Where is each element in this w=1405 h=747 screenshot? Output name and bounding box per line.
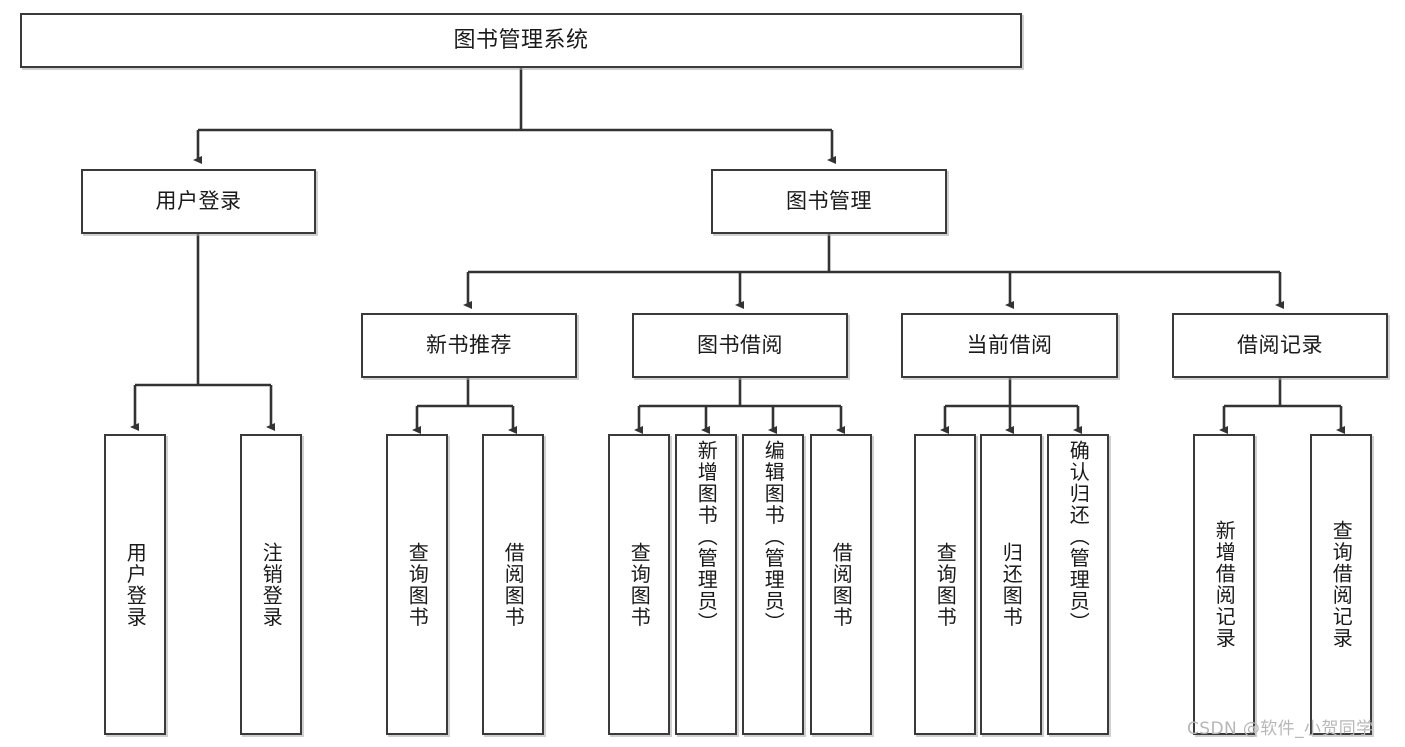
node-label: 用户登录 [155, 189, 242, 214]
leaf-borrow-books-borrow[interactable]: 借阅图书 [810, 434, 872, 735]
leaf-borrow-books-new-book[interactable]: 借阅图书 [482, 434, 544, 735]
node-new-book-recommendation[interactable]: 新书推荐 [361, 313, 577, 378]
node-label: 查询图书 [405, 541, 430, 628]
node-label: 借阅记录 [1237, 333, 1323, 358]
node-label: 确认归还（管理员） [1066, 440, 1091, 634]
node-label: 编辑图书（管理员） [761, 440, 786, 634]
node-label: 借阅图书 [501, 541, 526, 628]
node-label: 图书管理 [786, 189, 872, 214]
leaf-logout[interactable]: 注销登录 [240, 434, 302, 735]
leaf-confirm-return-admin[interactable]: 确认归还（管理员） [1047, 434, 1109, 735]
leaf-return-books[interactable]: 归还图书 [980, 434, 1042, 735]
node-current-borrowing[interactable]: 当前借阅 [901, 313, 1118, 378]
node-label: 当前借阅 [966, 333, 1053, 358]
node-user-login[interactable]: 用户登录 [81, 169, 316, 234]
node-book-borrowing[interactable]: 图书借阅 [632, 313, 848, 378]
leaf-query-borrow-record[interactable]: 查询借阅记录 [1310, 434, 1372, 735]
leaf-edit-book-admin[interactable]: 编辑图书（管理员） [742, 434, 804, 735]
node-root-book-management-system[interactable]: 图书管理系统 [20, 13, 1022, 68]
node-label: 新增图书（管理员） [694, 440, 719, 634]
node-label: 查询借阅记录 [1329, 520, 1354, 649]
leaf-query-books-current[interactable]: 查询图书 [914, 434, 976, 735]
node-label: 查询图书 [627, 541, 652, 628]
node-label: 新书推荐 [426, 333, 512, 358]
leaf-user-login[interactable]: 用户登录 [104, 434, 166, 735]
node-label: 查询图书 [933, 541, 958, 628]
leaf-add-book-admin[interactable]: 新增图书（管理员） [675, 434, 737, 735]
leaf-query-books-new-book[interactable]: 查询图书 [386, 434, 448, 735]
node-label: 归还图书 [999, 541, 1024, 628]
node-label: 借阅图书 [829, 541, 854, 628]
node-label: 注销登录 [259, 541, 284, 628]
node-label: 图书借阅 [697, 333, 783, 358]
leaf-add-borrow-record[interactable]: 新增借阅记录 [1193, 434, 1255, 735]
node-book-management[interactable]: 图书管理 [711, 169, 947, 234]
leaf-query-books-borrow[interactable]: 查询图书 [608, 434, 670, 735]
node-label: 图书管理系统 [453, 27, 589, 53]
node-borrowing-record[interactable]: 借阅记录 [1172, 313, 1388, 378]
csdn-watermark: CSDN @软件_小贺同学 [1187, 719, 1374, 739]
node-label: 新增借阅记录 [1212, 520, 1237, 649]
node-label: 用户登录 [123, 541, 148, 628]
